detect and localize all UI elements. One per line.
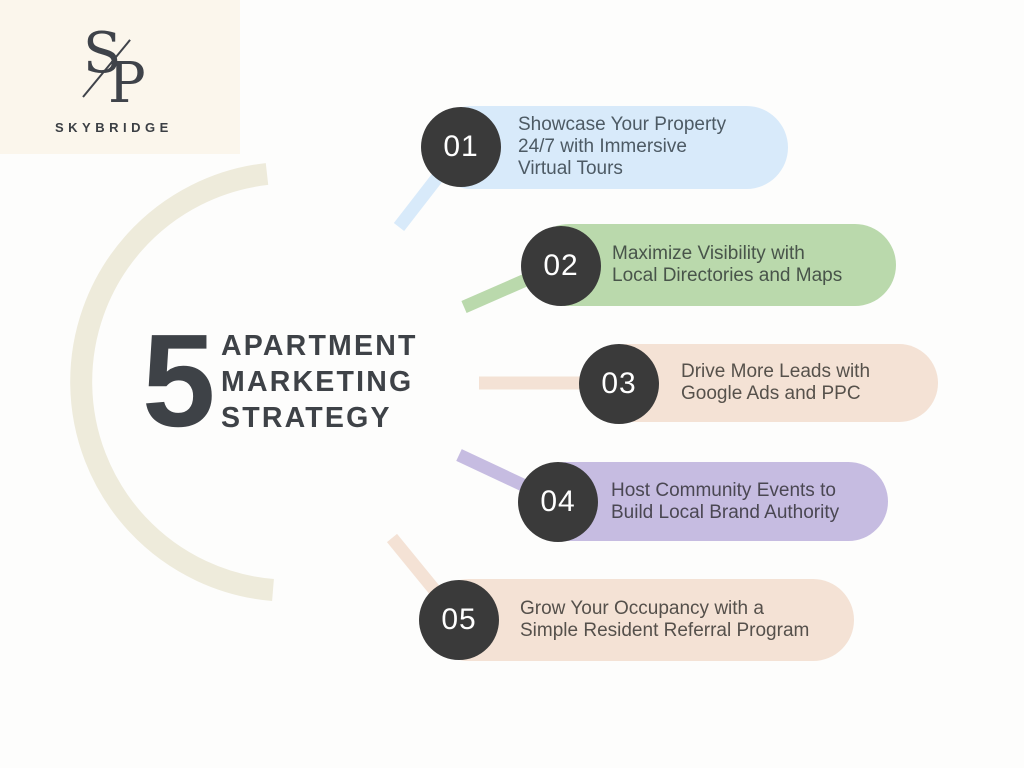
step-number-badge: 02: [521, 226, 601, 306]
step-text: Grow Your Occupancy with a Simple Reside…: [520, 598, 810, 641]
step-number-badge: 01: [421, 107, 501, 187]
title-text: APARTMENT MARKETING STRATEGY: [221, 328, 418, 436]
step-number-badge: 05: [419, 580, 499, 660]
step-number-badge: 04: [518, 462, 598, 542]
step-text: Drive More Leads with Google Ads and PPC: [681, 361, 871, 404]
step-number-badge: 03: [579, 344, 659, 424]
brand-name: SKYBRIDGE: [55, 120, 173, 135]
step-text: Maximize Visibility with Local Directori…: [612, 243, 843, 286]
logo-monogram-p: P: [108, 51, 146, 116]
logo-box: S P SKYBRIDGE: [0, 0, 240, 154]
step-pill: [428, 579, 854, 661]
step-text: Host Community Events to Build Local Bra…: [611, 480, 840, 523]
decorative-arc: [70, 163, 274, 601]
title-line-1: APARTMENT: [221, 330, 418, 362]
step-text: Showcase Your Property 24/7 with Immersi…: [518, 114, 727, 179]
title-line-2: MARKETING: [221, 366, 414, 398]
title-number: 5: [142, 307, 216, 454]
title-line-3: STRATEGY: [221, 402, 392, 434]
